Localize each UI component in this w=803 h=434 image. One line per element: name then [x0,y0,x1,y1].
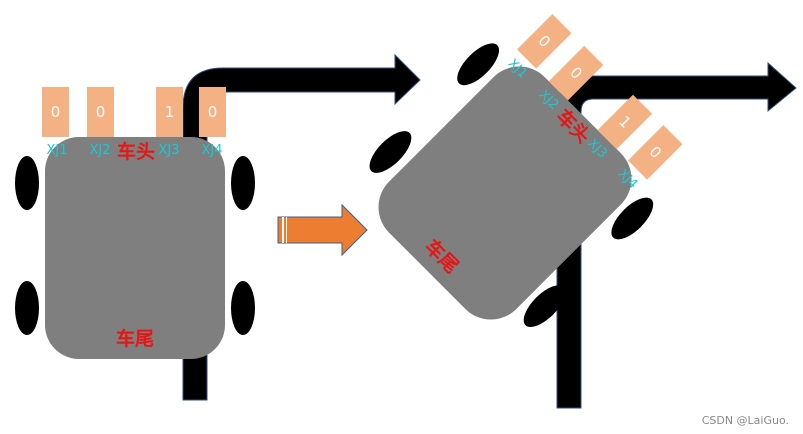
sensor-value: 0 [51,103,61,121]
left-wheel-front-right [231,156,255,210]
sensor-value: 0 [96,103,106,121]
sensor-label: XJ2 [89,143,110,158]
transition-arrow-stripe-2 [286,217,287,243]
right-wheel-front-right [611,197,654,240]
left-sensor-xj3: 1 XJ3 [156,87,183,158]
left-tail-label: 车尾 [116,327,154,350]
right-scene: 0 XJ1 0 XJ2 1 XJ3 0 XJ4 车头 车尾 [369,14,797,409]
sensor-label: XJ1 [46,143,67,158]
sensor-label: XJ3 [158,143,179,158]
left-wheel-rear-left [15,281,39,335]
left-head-label: 车头 [117,140,155,163]
sensor-box [597,94,653,150]
right-car: 0 XJ1 0 XJ2 1 XJ3 0 XJ4 车头 车尾 [369,14,683,328]
left-sensor-xj2: 0 XJ2 [87,87,114,158]
right-wheel-rear-left [369,131,412,173]
sensor-box [628,125,683,180]
left-wheel-front-left [15,156,39,210]
right-wheel-front-left [457,43,500,86]
left-sensor-xj1: 0 XJ1 [42,87,69,158]
sensor-box [548,45,604,101]
sensor-value: 0 [208,103,218,121]
sensor-box [517,14,572,69]
sensor-box [42,87,69,137]
sensor-label: XJ4 [201,143,222,158]
sensor-box [199,87,226,137]
right-track-path [556,61,797,409]
watermark-text: CSDN @LaiGuo. [702,414,789,427]
left-car-body [45,137,225,359]
transition-arrow-shape [277,203,368,257]
right-car-body [378,66,632,320]
left-wheel-rear-right [231,281,255,335]
sensor-box [87,87,114,137]
left-scene: 0 XJ1 0 XJ2 1 XJ3 0 XJ4 车头 车尾 [15,53,421,401]
left-sensor-xj4: 0 XJ4 [199,87,226,158]
transition-arrow [277,203,368,257]
right-wheel-rear-right [523,285,566,328]
sensor-value: 1 [165,103,175,121]
sensor-box [156,87,183,137]
transition-arrow-stripe [282,217,284,243]
